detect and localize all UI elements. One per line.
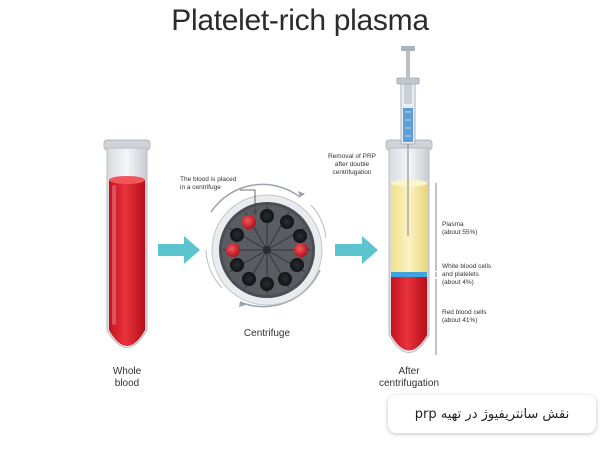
centrifuge-icon <box>205 183 327 308</box>
after-label-line1: After <box>398 366 420 377</box>
rbc-label-line2: (about 41%) <box>442 317 477 324</box>
caption-box: نقش سانتریفیوژ در تهیه prp <box>388 395 596 433</box>
centrifuge-label: Centrifuge <box>244 328 291 339</box>
rbc-label-line1: Red blood cells <box>442 309 487 316</box>
syringe-icon <box>396 46 420 236</box>
whole-blood-label-line2: blood <box>115 378 139 389</box>
wbc-label-line1: White blood cells <box>442 263 492 270</box>
arrow-right-icon <box>335 236 378 264</box>
whole-blood-tube <box>103 139 151 348</box>
wbc-label-line2: and platelets <box>442 271 480 278</box>
removal-label-line1: Removal of PRP <box>328 153 376 160</box>
wbc-label-line3: (about 4%) <box>442 279 474 286</box>
after-label-line2: centrifugation <box>379 378 439 389</box>
arrow-right-icon <box>158 236 200 264</box>
whole-blood-label-line1: Whole <box>113 366 142 377</box>
plasma-label-line2: (about 55%) <box>442 229 477 236</box>
blood-placed-label-line2: in a centrifuge <box>180 184 221 191</box>
caption-text: نقش سانتریفیوژ در تهیه prp <box>414 406 570 422</box>
separated-blood-tube <box>385 139 433 353</box>
page-title: Platelet-rich plasma <box>171 4 429 37</box>
removal-label-line3: centrifugation <box>332 169 371 176</box>
plasma-label-line1: Plasma <box>442 221 464 228</box>
removal-label-line2: after double <box>335 161 370 168</box>
blood-placed-label-line1: The blood is placed <box>180 176 237 183</box>
